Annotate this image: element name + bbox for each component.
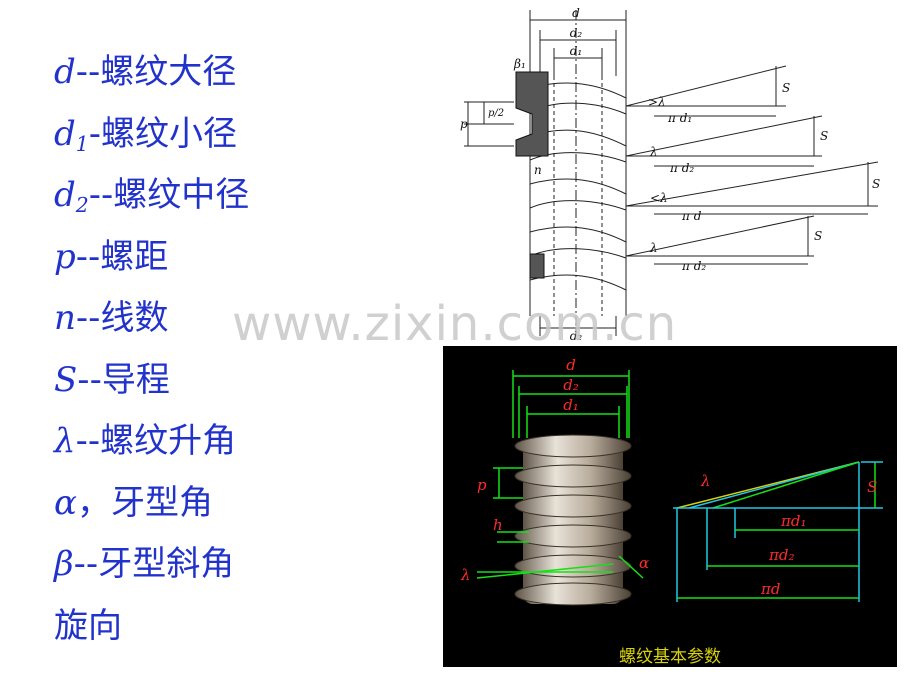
parameter-description: 旋向 (54, 605, 122, 646)
label-p: p (460, 117, 468, 131)
parameter-item: p--螺距 (54, 227, 249, 289)
parameter-item: α，牙型角 (54, 473, 249, 535)
parameter-symbol: n (54, 298, 76, 338)
label-pi-d2: π d₂ (669, 161, 694, 175)
parameter-symbol: p (54, 236, 76, 277)
parameter-item: n--线数 (54, 288, 249, 350)
label-d1: d₁ (570, 44, 583, 58)
photo-panel: d d₂ d₁ p h λ α λ S πd₁ πd₂ πd 螺纹基本参数 (443, 346, 897, 667)
label-lt-lambda: <λ (650, 191, 668, 205)
parameter-item: 旋向 (54, 596, 249, 658)
parameter-symbol: α (54, 482, 77, 523)
label-d2: d₂ (570, 26, 583, 40)
parameter-description: --螺距 (75, 236, 169, 277)
label-s4: S (814, 229, 822, 243)
parameter-item: β--牙型斜角 (54, 534, 249, 596)
label-s3: S (872, 177, 880, 191)
label-lambda-1: λ (649, 145, 658, 159)
parameter-description: ，牙型角 (76, 482, 213, 523)
label-d: d (572, 6, 580, 20)
parameter-description: -螺纹小径 (88, 113, 238, 154)
photo-label-pi-d1: πd₁ (780, 512, 806, 530)
parameter-symbol: λ (54, 421, 76, 461)
parameter-description: --线数 (75, 298, 169, 338)
parameter-item: d--螺纹大径 (54, 42, 249, 104)
thread-line-drawing: d d₂ d₁ β₁ p p/2 n S S S S >λ λ <λ λ π d… (460, 6, 880, 342)
parameter-item: d2--螺纹中径 (54, 165, 249, 227)
parameter-description: --导程 (77, 359, 170, 400)
photo-label-p: p (477, 476, 487, 494)
label-n: n (534, 163, 542, 177)
parameter-subscript: 2 (75, 193, 89, 218)
photo-label-alpha: α (639, 554, 649, 572)
parameter-subscript: 1 (75, 131, 89, 156)
parameter-description: --螺纹大径 (75, 52, 237, 92)
label-s2: S (820, 129, 828, 143)
parameter-description: --螺纹中径 (88, 175, 250, 215)
watermark: www.zixin.com.cn (232, 296, 678, 352)
photo-label-lambda: λ (460, 566, 471, 584)
photo-label-h: h (493, 516, 503, 534)
photo-label-d1: d₁ (563, 396, 579, 414)
parameter-description: --螺纹升角 (75, 421, 237, 461)
parameter-item: S--导程 (54, 350, 249, 412)
label-beta: β₁ (513, 57, 526, 71)
photo-label-pi-d: πd (760, 580, 780, 598)
parameter-description: --牙型斜角 (73, 544, 235, 584)
label-s1: S (782, 81, 790, 95)
photo-label-lambda-r: λ (700, 472, 711, 490)
label-d2-bottom: d₂ (570, 329, 583, 342)
photo-label-d: d (566, 356, 576, 374)
label-pi-d1: π d₁ (667, 111, 692, 125)
parameter-item: λ--螺纹升角 (54, 411, 249, 473)
photo-caption: 螺纹基本参数 (619, 647, 721, 667)
parameter-symbol: d (54, 52, 76, 92)
photo-label-d2: d₂ (563, 376, 579, 394)
photo-label-pi-d2: πd₂ (768, 546, 794, 564)
label-pi-d2-b: π d₂ (681, 259, 706, 273)
label-p-half: p/2 (488, 108, 504, 119)
label-pi-d: π d (681, 209, 702, 223)
label-lambda-2: λ (649, 241, 658, 255)
parameter-item: d1-螺纹小径 (54, 104, 249, 166)
photo-label-s: S (867, 478, 877, 496)
parameter-symbol: β (54, 544, 74, 584)
label-gt-lambda: >λ (648, 95, 666, 109)
parameter-symbol: d2 (54, 175, 89, 218)
parameter-symbol: S (54, 359, 78, 400)
parameter-symbol: d1 (54, 113, 89, 156)
